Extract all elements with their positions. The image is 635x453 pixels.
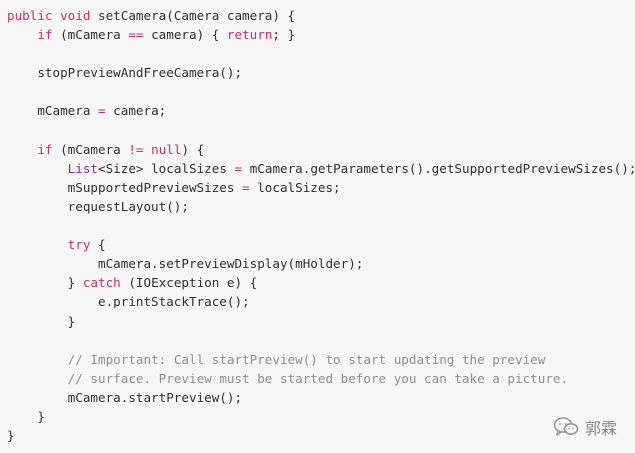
code-token: == [128, 27, 144, 43]
code-line: // surface. Preview must be started befo… [7, 369, 635, 388]
code-line: } [7, 426, 635, 445]
wechat-icon [553, 416, 579, 438]
code-token: } [7, 428, 15, 444]
code-token: ) { [181, 141, 205, 157]
code-token: // Important: Call startPreview() to sta… [67, 351, 546, 367]
code-line [7, 121, 635, 140]
code-token [7, 237, 68, 252]
code-token: = [242, 179, 250, 195]
code-token: requestLayout(); [7, 198, 189, 214]
code-line [7, 216, 635, 235]
code-token: camera) { [143, 27, 227, 43]
code-token [144, 142, 152, 157]
code-token: null [151, 141, 182, 157]
code-token: } [7, 313, 76, 329]
code-token: if [37, 27, 53, 43]
code-token: try [67, 237, 91, 253]
code-line: // Important: Call startPreview() to sta… [7, 350, 635, 369]
code-token: { [90, 237, 106, 253]
code-line: if (mCamera != null) { [7, 140, 635, 159]
code-token: mCamera.startPreview(); [7, 389, 243, 405]
code-token: // surface. Preview must be started befo… [67, 370, 569, 386]
code-token: != [128, 141, 144, 157]
code-token: e.printStackTrace(); [7, 294, 250, 310]
code-token: ; } [272, 27, 296, 43]
code-token: } [7, 408, 45, 424]
code-token: mCamera.getParameters().getSupportedPrev… [242, 160, 635, 176]
code-token: public void [7, 8, 98, 23]
code-line: e.printStackTrace(); [7, 292, 635, 311]
code-line: } [7, 407, 635, 426]
code-token [7, 352, 68, 367]
code-line: } catch (IOException e) { [7, 273, 635, 292]
code-line: List<Size> localSizes = mCamera.getParam… [7, 159, 635, 178]
code-token: mCamera.setPreviewDisplay(mHolder); [7, 256, 364, 272]
code-line [7, 44, 635, 63]
code-token: localSizes [143, 160, 235, 176]
code-token: (IOException e) { [120, 275, 258, 291]
code-token: if [37, 141, 53, 157]
code-token: mCamera [7, 103, 98, 119]
code-token [7, 161, 68, 176]
watermark: 郭霖 [553, 415, 617, 439]
code-token [7, 142, 37, 157]
code-token: setCamera(Camera camera) { [98, 8, 296, 23]
code-token [7, 27, 37, 42]
code-line [7, 331, 635, 350]
code-token: = [98, 103, 106, 119]
watermark-text: 郭霖 [584, 419, 617, 438]
code-token: camera; [105, 103, 167, 119]
code-line: if (mCamera == camera) { return; } [7, 25, 635, 44]
code-line: mCamera = camera; [7, 101, 635, 120]
code-line: try { [7, 235, 635, 254]
code-token: mSupportedPreviewSizes [7, 179, 243, 195]
code-token: = [234, 160, 243, 176]
code-line: mSupportedPreviewSizes = localSizes; [7, 178, 635, 197]
code-token: catch [82, 275, 121, 291]
code-line: mCamera.setPreviewDisplay(mHolder); [7, 254, 635, 273]
code-token [7, 371, 68, 386]
code-token: stopPreviewAndFreeCamera(); [7, 65, 243, 81]
code-token: List [67, 160, 99, 176]
code-token: localSizes; [249, 179, 341, 195]
code-token: return [226, 27, 273, 43]
code-token: (mCamera [52, 27, 129, 43]
code-line: mCamera.startPreview(); [7, 388, 635, 407]
code-token: (mCamera [52, 141, 129, 157]
code-line: requestLayout(); [7, 197, 635, 216]
code-token: } [7, 275, 83, 291]
code-token: <Size> [98, 160, 144, 176]
code-line [7, 82, 635, 101]
code-block: public void setCamera(Camera camera) { i… [7, 6, 635, 445]
code-line: stopPreviewAndFreeCamera(); [7, 63, 635, 82]
code-line: public void setCamera(Camera camera) { [7, 6, 635, 25]
code-line: } [7, 312, 635, 331]
